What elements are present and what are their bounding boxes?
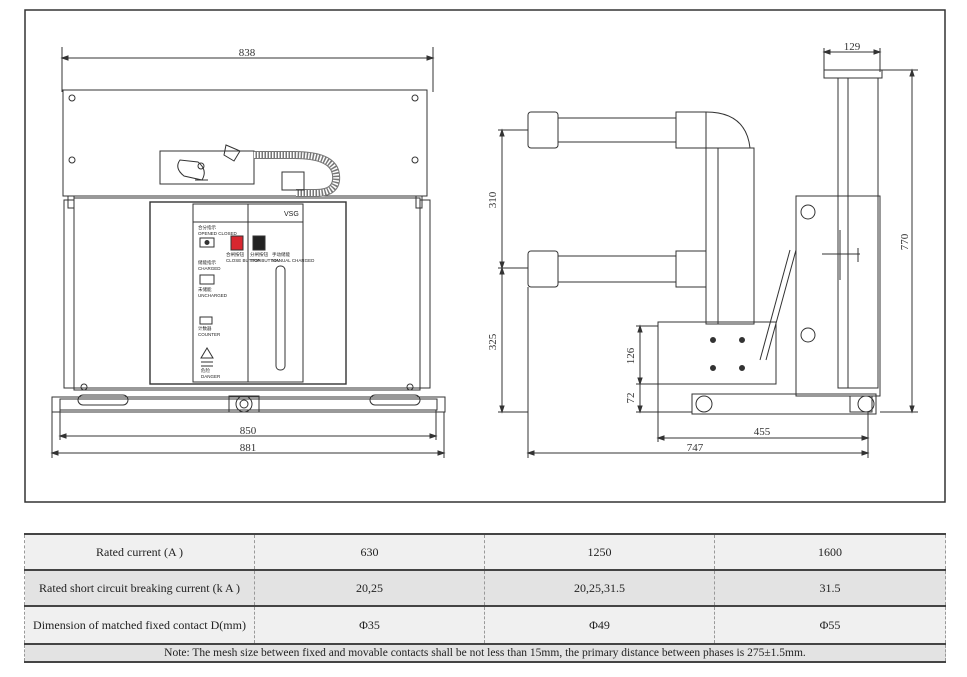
panel-label-13: 手动储能 [272,251,290,258]
dim-850: 850 [240,425,257,437]
panel-label-7: 计数器 [198,325,212,332]
table-note: Note: The mesh size between fixed and mo… [24,643,946,663]
panel-label-16: DANGER [201,374,221,379]
trip-button-icon [252,235,266,251]
panel-labels: VSG 合分指示 OPENED CLOSED 储能指示 CHARGED 未储能 … [198,211,315,379]
table-cell: Φ55 [714,605,946,644]
dim-455: 455 [754,426,771,438]
panel-label-2: OPENED CLOSED [198,231,238,236]
dim-747: 747 [687,442,704,454]
spec-table: Rated current (A ) 630 1250 1600 Rated s… [24,533,946,663]
opened-closed-indicator-icon [199,237,215,248]
panel-label-3: 储能指示 [198,259,216,266]
table-cell: 31.5 [714,569,946,606]
table-cell: Φ35 [254,605,485,644]
row-label: Dimension of matched fixed contact D(mm) [24,605,255,644]
panel-label-6: UNCHARGED [198,293,228,298]
table-cell: 630 [254,533,485,570]
dim-881: 881 [240,442,257,454]
close-button-icon [230,235,244,251]
panel-label-8: COUNTER [198,332,221,337]
panel-label-15: 危险 [201,367,210,374]
panel-label-1: 合分指示 [198,224,216,231]
table-cell: 20,25 [254,569,485,606]
dim-72: 72 [625,393,637,404]
drawing-frame [24,9,946,503]
technical-drawing: 838 850 881 VSG 合分指示 OPENED CLOSED 储能指示 … [24,9,946,503]
panel-label-10: CLOSE BUTTON [226,258,261,263]
table-row: Dimension of matched fixed contact D(mm)… [24,605,946,644]
panel-label-12: TRIP BUTTON [250,258,280,263]
panel-label-14: MANUAL CHARGED [272,258,315,263]
panel-label-9: 合闸按钮 [226,251,244,258]
table-cell: 1600 [714,533,946,570]
table-cell: 20,25,31.5 [484,569,715,606]
table-row: Rated short circuit breaking current (k … [24,569,946,606]
front-view [50,47,446,458]
side-view [498,48,918,458]
dim-838: 838 [239,47,256,59]
row-label: Rated current (A ) [24,533,255,570]
panel-label-5: 未储能 [198,286,212,293]
panel-brand: VSG [284,211,299,218]
manual-charge-slot-icon [275,265,286,371]
dim-325: 325 [487,333,499,350]
panel-label-11: 分闸按钮 [250,251,268,258]
danger-icon [200,347,214,359]
table-row: Note: The mesh size between fixed and mo… [24,643,946,663]
dim-770: 770 [899,233,911,250]
dim-129: 129 [844,41,861,53]
dim-310: 310 [487,191,499,208]
row-label: Rated short circuit breaking current (k … [24,569,255,606]
dim-126: 126 [625,347,637,364]
table-cell: Φ49 [484,605,715,644]
table-cell: 1250 [484,533,715,570]
table-row: Rated current (A ) 630 1250 1600 [24,533,946,570]
panel-label-4: CHARGED [198,266,221,271]
